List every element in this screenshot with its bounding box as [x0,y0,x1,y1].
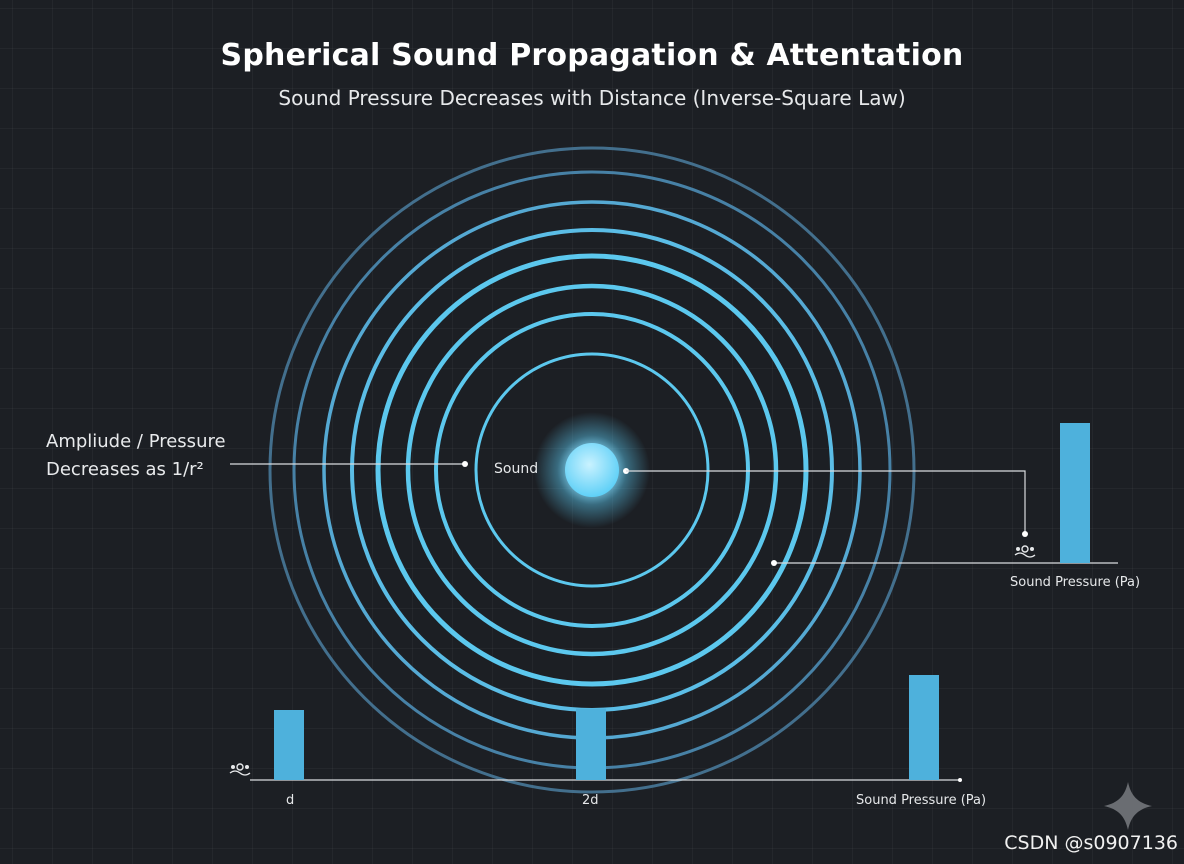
right-pressure-chart: Sound Pressure (Pa) [771,423,1140,590]
right-pressure-bar [1060,423,1090,563]
listener-icon [1014,545,1036,558]
pressure-bar-far [909,675,939,780]
annotation-line-2: Decreases as 1/r² [46,459,204,480]
diagram-subtitle: Sound Pressure Decreases with Distance (… [278,86,906,110]
wavefront-ring [434,312,750,628]
wavefront-ring [405,283,779,657]
diagram-title: Spherical Sound Propagation & Attentatio… [220,38,964,73]
pressure-bar-d [274,710,304,780]
wavefront-ring [268,146,916,794]
pressure-bar-2d [576,708,606,780]
annotation-leader-dot [462,461,468,467]
watermark: CSDN @s0907136 [1004,832,1178,854]
listener-icon [229,763,251,776]
connector-end-dot [1022,531,1028,537]
source-connector-line [626,470,1026,534]
wavefront-ring [474,352,710,588]
source-label: Sound [494,461,538,477]
amplitude-annotation: Ampliude / Pressure Decreases as 1/r² [46,428,226,484]
tick-label-2d: 2d [582,793,599,808]
bottom-axis-label: Sound Pressure (Pa) [856,793,986,808]
bottom-chart-end-dot [958,778,962,782]
tick-label-d: d [286,793,294,808]
right-axis-label: Sound Pressure (Pa) [1010,575,1140,590]
sound-source [565,443,619,497]
wavefront-rings [268,146,916,794]
annotation-line-1: Ampliude / Pressure [46,431,226,452]
right-chart-baseline-dot [771,560,777,566]
wavefront-ring [375,253,809,687]
bottom-pressure-chart: d 2d Sound Pressure (Pa) [229,675,986,808]
sparkle-icon [1104,782,1152,830]
